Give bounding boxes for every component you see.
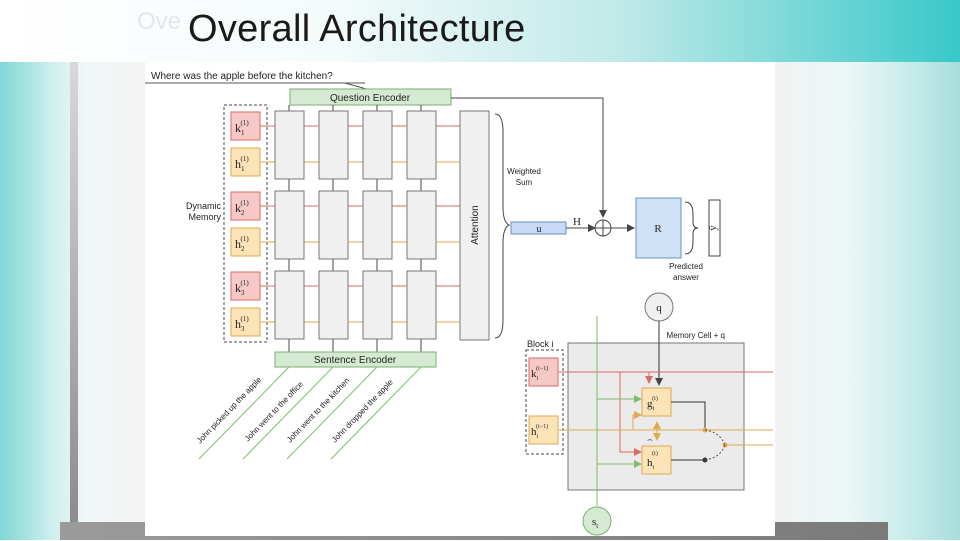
slot-sub: 1	[241, 129, 245, 137]
attention-box	[459, 110, 490, 341]
predicted-answer-label-2: answer	[673, 273, 699, 282]
value-to-gate-arrow	[632, 411, 642, 430]
sentence-encoder-box	[274, 351, 437, 368]
sentence-encoder-label: Sentence Encoder	[314, 355, 397, 366]
predicted-answer-label-1: Predicted	[669, 262, 703, 271]
gate-output-line	[671, 401, 706, 430]
gate-block	[641, 387, 672, 417]
svg-text:h2(1): h2 (1)	[235, 235, 249, 253]
candidate-label: hi(t)	[647, 450, 658, 471]
title-banner	[0, 0, 960, 62]
slot-sub: 3	[241, 289, 245, 297]
architecture-diagram: Where was the apple before the kitchen? …	[145, 71, 773, 536]
weighted-sum-label-1: Weighted	[507, 167, 541, 176]
block-label: Block i	[527, 339, 554, 349]
dynamic-memory-label-1: Dynamic	[186, 201, 222, 211]
right-decoration	[775, 62, 960, 540]
candidate-block	[641, 445, 672, 475]
slot-sub: 2	[241, 245, 245, 253]
switch-path-top	[704, 429, 726, 446]
slot-base: h	[235, 317, 241, 331]
r-block	[635, 197, 682, 259]
memory-slot-k1: k1 (1)	[230, 111, 261, 141]
slot-sub: 2	[241, 209, 245, 217]
svg-text:hi(t−1): hi(t−1)	[531, 423, 548, 440]
slot-sup: (1)	[241, 235, 250, 243]
output-brace	[684, 201, 699, 255]
candidate-accent: ⌢	[647, 434, 653, 444]
r-label: R	[654, 223, 662, 235]
side-strip	[70, 62, 78, 522]
question-encoder-label: Question Encoder	[330, 93, 411, 104]
sentence-lines	[198, 366, 422, 460]
memory-slot-k3: k3 (1)	[230, 271, 261, 301]
u-label: u	[537, 224, 542, 235]
svg-text:h3(1): h3 (1)	[235, 315, 249, 333]
architecture-figure: Where was the apple before the kitchen? …	[145, 62, 775, 536]
memory-slot-h3: h3 (1)	[230, 307, 261, 337]
svg-text:k1(1): k1 (1)	[235, 119, 249, 137]
question-text: Where was the apple before the kitchen?	[151, 71, 333, 82]
sum-node	[594, 219, 612, 237]
y-hat-label: ŷ	[707, 225, 719, 231]
switch-path-bottom	[704, 444, 726, 461]
svg-text:ki(t−1): ki(t−1)	[531, 365, 548, 382]
dynamic-memory-box	[223, 104, 268, 343]
grid-cells-redraw	[274, 110, 437, 340]
gate-label: gi(t)	[647, 395, 658, 412]
weighted-sum-brace	[494, 113, 511, 339]
attention-label: Attention	[470, 205, 481, 244]
slot-sub: 3	[241, 325, 245, 333]
question-to-plus-arrow	[451, 97, 607, 218]
block-box	[525, 349, 564, 455]
block-key: ki(t−1)	[528, 357, 559, 387]
memory-slot-k2: k2 (1)	[230, 191, 261, 221]
grid-vertical-links	[288, 105, 422, 352]
slot-sup: (1)	[241, 155, 250, 163]
memory-slot-h2: h2 (1)	[230, 227, 261, 257]
weighted-sum-label-2: Sum	[516, 178, 533, 187]
slot-base: k	[235, 281, 241, 295]
slot-base: k	[235, 201, 241, 215]
block-value: hi(t−1)	[528, 415, 559, 445]
svg-text:h1(1): h1 (1)	[235, 155, 249, 173]
y-hat-vector	[708, 199, 721, 257]
title-ghost: Ove	[137, 8, 182, 35]
question-encoder-box	[289, 88, 452, 106]
slot-base: k	[235, 121, 241, 135]
slide-title: Overall Architecture	[188, 8, 526, 50]
slot-sup: (1)	[241, 119, 250, 127]
q-label: q	[656, 302, 662, 314]
st-label: st	[592, 516, 598, 530]
slot-base: h	[235, 237, 241, 251]
slot-sub: 1	[241, 165, 245, 173]
slot-sup: (1)	[241, 315, 250, 323]
st-node	[582, 506, 612, 536]
dynamic-memory-label-2: Memory	[188, 212, 221, 222]
memory-slot-h1: h1 (1)	[230, 147, 261, 177]
memory-cell-label: Memory Cell + q	[667, 331, 725, 340]
slot-base: h	[235, 157, 241, 171]
svg-text:k3(1): k3 (1)	[235, 279, 249, 297]
h-label: H	[573, 216, 581, 228]
slot-sup: (1)	[241, 199, 250, 207]
svg-text:k2(1): k2 (1)	[235, 199, 249, 217]
slot-sup: (1)	[241, 279, 250, 287]
